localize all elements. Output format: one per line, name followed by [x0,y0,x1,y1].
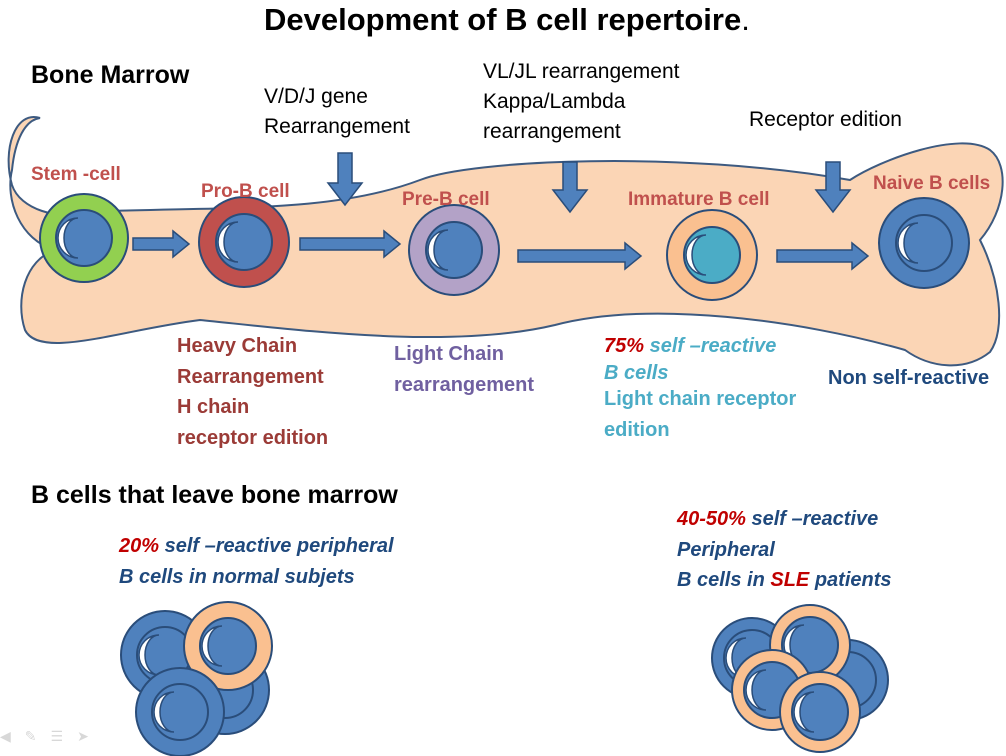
vljl-label: VL/JL rearrangement Kappa/Lambda rearran… [483,57,680,147]
next-slide-icon[interactable]: ➤ [77,728,103,744]
vljl-line-2: Kappa/Lambda [483,90,626,113]
sle-highlight: SLE [770,569,810,591]
normal-cell-cluster [120,601,273,756]
bone-marrow-shape [7,115,1004,367]
heavy-line-2: Rearrangement [177,365,324,388]
sle-patients-note: 40-50% self –reactive Peripheral B cells… [677,504,892,596]
leave-marrow-heading: B cells that leave bone marrow [31,481,398,509]
prev-slide-icon[interactable]: ◀ [0,728,25,744]
naive-b-cells-label: Naive B cells [873,173,991,194]
heavy-line-4: receptor edition [177,426,329,449]
light-line-2: rearrangement [394,373,535,396]
light-line-1: Light Chain [394,343,504,365]
heavy-line-1: Heavy Chain [177,335,298,357]
sle-pct: 40-50% [677,508,746,530]
immature-edit-line-1: Light chain receptor [604,388,797,410]
sle-line-2: Peripheral [677,538,775,561]
bone-marrow-heading: Bone Marrow [31,61,190,89]
sle-line-3-post: patients [809,569,892,591]
sle-line-3-pre: B cells in [677,569,771,591]
heavy-chain-note: Heavy Chain Rearrangement H chain recept… [177,331,328,453]
right-arrow-2 [299,229,402,259]
vdj-line-2: Rearrangement [264,115,410,138]
receptor-edition-label: Receptor edition [749,108,902,131]
title-suffix: . [741,2,750,37]
down-arrow-vljl [551,161,589,214]
naive-b-cell [878,197,970,289]
immature-b-cell-label: Immature B cell [628,189,770,210]
vdj-label: V/D/J gene Rearrangement [264,82,410,142]
immature-self-reactive: self –reactive [644,335,777,357]
vljl-line-1: VL/JL rearrangement [483,60,680,83]
immature-edit-line-2: edition [604,418,670,441]
vdj-line-1: V/D/J gene [264,85,368,108]
pro-b-cell [198,196,290,288]
pen-icon[interactable]: ✎ [24,728,51,744]
non-self-reactive-note: Non self-reactive [828,367,990,389]
slide-title: Development of B cell repertoire. [264,2,750,38]
stem-cell [39,193,129,283]
heavy-line-3: H chain [177,396,250,418]
down-arrow-receptor [814,161,852,214]
immature-pct: 75% [604,335,645,357]
immature-bcells: B cells [604,361,669,384]
normal-line-1: self –reactive peripheral [159,535,394,557]
right-arrow-4 [776,241,870,271]
pre-b-cell-label: Pre-B cell [402,189,490,210]
menu-icon[interactable]: ☰ [50,728,78,744]
right-arrow-1 [132,229,191,259]
sle-line-1: self –reactive [745,508,879,530]
stem-cell-label: Stem -cell [31,164,121,185]
normal-pct: 20% [119,535,160,557]
title-text: Development of B cell repertoire [264,2,742,37]
sle-cell-cluster [711,604,889,753]
light-chain-note: Light Chain rearrangement [394,339,534,400]
immature-note: 75% self –reactive B cells Light chain r… [604,331,796,445]
pre-b-cell [408,204,500,296]
normal-line-2: B cells in normal subjets [119,565,355,588]
immature-b-cell [666,209,758,301]
right-arrow-3 [517,241,643,271]
down-arrow-vdj [326,152,364,207]
slideshow-nav: ◀✎☰➤ [0,728,103,745]
pro-b-cell-label: Pro-B cell [201,181,290,202]
normal-subjects-note: 20% self –reactive peripheral B cells in… [119,531,394,592]
vljl-line-3: rearrangement [483,120,621,143]
